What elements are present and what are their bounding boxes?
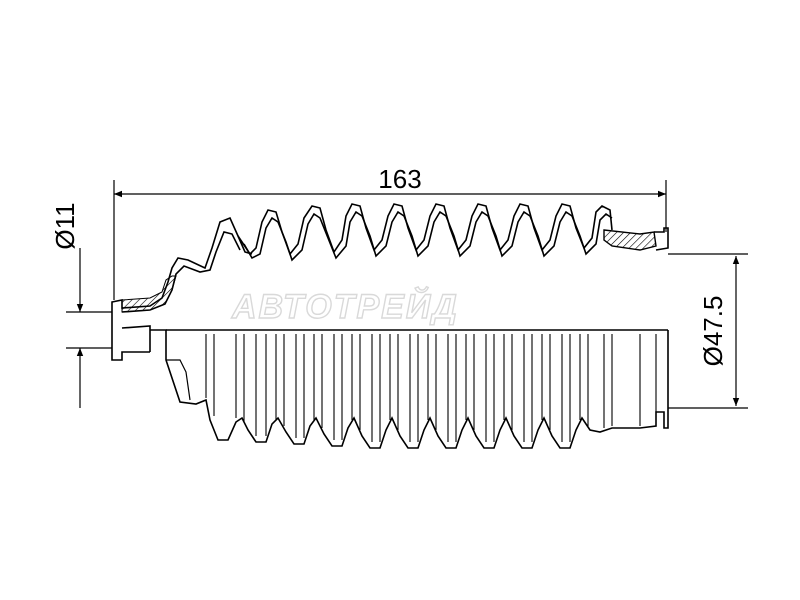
boot-section-upper xyxy=(111,203,669,328)
watermark-text: АВТОТРЕЙД xyxy=(231,287,459,326)
length-label: 163 xyxy=(378,164,421,194)
outer-diameter-label: Ø47.5 xyxy=(698,296,728,367)
length-dimension: 163 xyxy=(113,164,667,300)
inner-diameter-dimension: Ø11 xyxy=(50,202,112,408)
inner-diameter-label: Ø11 xyxy=(50,202,80,249)
boot-exterior-lower xyxy=(111,325,669,449)
outer-diameter-dimension: Ø47.5 xyxy=(668,253,748,409)
